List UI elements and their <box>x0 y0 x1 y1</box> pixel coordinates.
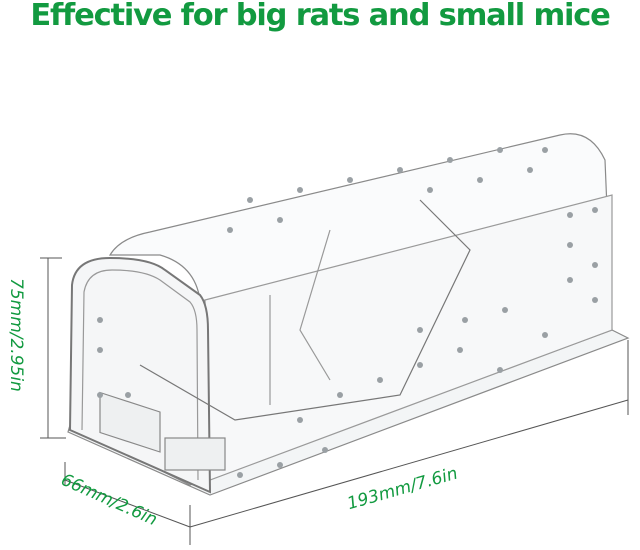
bait-box <box>99 391 161 453</box>
air-holes <box>97 147 598 478</box>
trap-ramp <box>139 199 471 421</box>
height-dimension: 75mm/2.95in <box>6 278 26 392</box>
headline: Effective for big rats and small mice <box>30 0 611 33</box>
dimension-lines <box>40 257 629 545</box>
